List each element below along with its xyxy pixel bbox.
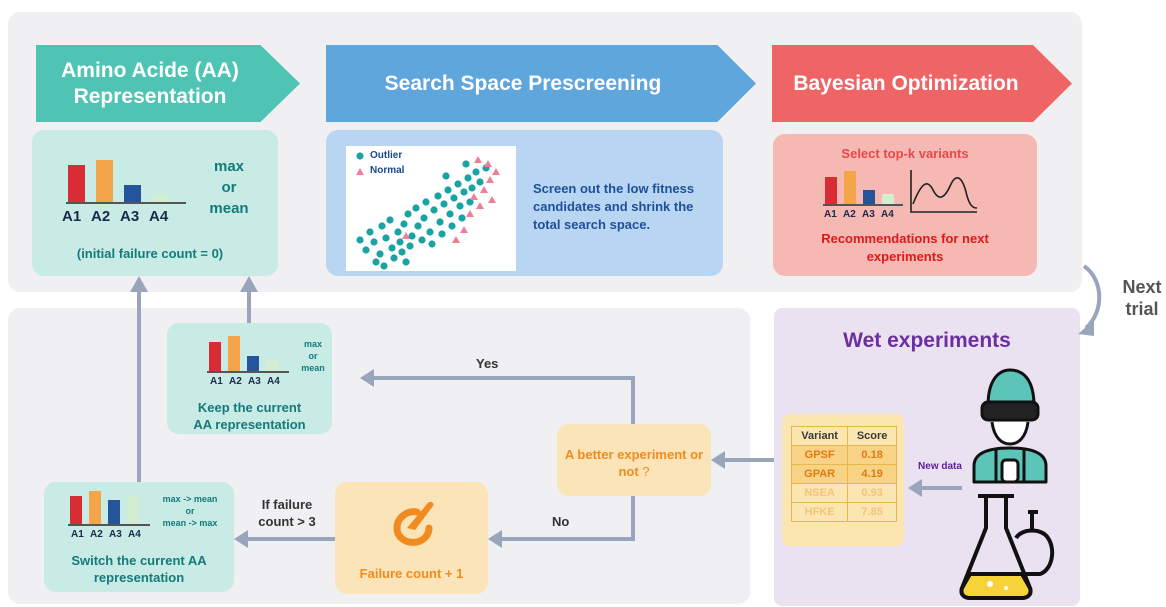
switch-bar-label-a1: A1 — [71, 529, 84, 540]
keep-card: A1 A2 A3 A4 max or mean Keep the current… — [167, 323, 332, 434]
results-table-card: Variant Score GPSF 0.18 GPAR 4.19 NSEA 0… — [782, 414, 904, 546]
keep-bar-label-a3: A3 — [248, 376, 261, 387]
new-data-label: New data — [918, 461, 962, 472]
table-row: GPAR 4.19 — [790, 464, 897, 484]
keep-bar-label-a2: A2 — [229, 376, 242, 387]
cell-score: 0.18 — [847, 445, 897, 465]
cell-variant: HFKE — [790, 502, 849, 522]
decision-question: A better experiment or not ? — [557, 446, 711, 480]
bo-bar-label-a4: A4 — [881, 209, 894, 220]
keep-bar-a1 — [209, 342, 221, 371]
switch-card: A1 A2 A3 A4 max -> mean or mean -> max S… — [44, 482, 234, 592]
next-trial-label: Next trial — [1122, 277, 1162, 319]
aggregation-or: or — [221, 179, 237, 196]
scatter-plot: Outlier Normal — [346, 146, 516, 271]
cell-score: 0.93 — [847, 483, 897, 503]
decision-question-text: A better experiment or not — [564, 447, 704, 479]
switch-bar-label-a2: A2 — [90, 529, 103, 540]
bo-recommendation: Recommendations for next experiments — [821, 231, 989, 264]
bar-a2 — [96, 160, 113, 202]
failure-box: Failure count + 1 — [335, 482, 488, 594]
table-row: GPSF 0.18 — [790, 445, 897, 465]
switch-agg-or: or — [185, 506, 195, 516]
switch-agg-line1: max -> mean — [162, 494, 218, 504]
bar-label-a1: A1 — [62, 208, 82, 225]
keep-label: Keep the current AA representation — [193, 400, 306, 432]
cell-score: 4.19 — [847, 464, 897, 484]
keep-bar-label-a1: A1 — [210, 376, 223, 387]
cell-score: 7.85 — [847, 502, 897, 522]
keep-bar-a4 — [266, 360, 278, 371]
stage-representation-banner: Amino Acide (AA) Representation — [36, 45, 300, 122]
switch-bar-a2 — [89, 491, 101, 524]
keep-agg-mean: mean — [301, 363, 325, 373]
results-table: Variant Score GPSF 0.18 GPAR 4.19 NSEA 0… — [790, 426, 897, 522]
table-row: HFKE 7.85 — [790, 502, 897, 522]
failure-count-label: Failure count + 1 — [359, 566, 464, 581]
stage-bayesian-banner: Bayesian Optimization — [772, 45, 1072, 122]
wet-title: Wet experiments — [843, 329, 1011, 352]
switch-bar-a3 — [108, 500, 120, 524]
flask-icon — [959, 494, 1055, 600]
decision-box: A better experiment or not ? — [557, 424, 711, 496]
initial-failure-note: (initial failure count = 0) — [76, 246, 224, 261]
prescreen-card: Outlier Normal Screen out the low fitnes… — [326, 130, 723, 276]
cell-variant: GPSF — [790, 445, 849, 465]
legend-normal: Normal — [370, 165, 405, 176]
keep-agg-max: max — [303, 339, 322, 349]
bo-bar-a2 — [844, 171, 856, 204]
bo-bar-label-a3: A3 — [862, 209, 875, 220]
switch-bar-a1 — [70, 496, 82, 524]
stage-prescreening-label: Search Space Prescreening — [384, 71, 662, 95]
scatter-svg — [356, 152, 500, 270]
switch-bar-a4 — [127, 496, 139, 524]
switch-bar-label-a4: A4 — [128, 529, 141, 540]
representation-card: A1 A2 A3 A4 max or mean (initial failure… — [32, 130, 278, 276]
keep-bar-chart — [207, 335, 289, 373]
failure-icon — [393, 501, 434, 546]
bar-label-a2: A2 — [91, 208, 111, 225]
yes-label: Yes — [476, 356, 499, 371]
switch-agg-line3: mean -> max — [162, 518, 218, 528]
bo-bar-chart — [823, 170, 903, 206]
bo-title: Select top-k variants — [841, 146, 969, 161]
no-label: No — [552, 514, 570, 529]
bar-label-a4: A4 — [149, 208, 169, 225]
next-trial-arrow — [1078, 264, 1102, 336]
prescreen-description: Screen out the low fitness candidates an… — [533, 181, 695, 232]
aggregation-mean: mean — [209, 200, 249, 217]
keep-bar-label-a4: A4 — [267, 376, 280, 387]
table-row: NSEA 0.93 — [790, 483, 897, 503]
keep-bar-a3 — [247, 356, 259, 371]
bo-bar-label-a2: A2 — [843, 209, 856, 220]
bo-bar-a1 — [825, 177, 837, 204]
legend-outlier: Outlier — [370, 150, 403, 161]
bar-label-a3: A3 — [120, 208, 140, 225]
keep-bar-a2 — [228, 336, 240, 371]
switch-bar-label-a3: A3 — [109, 529, 122, 540]
aggregation-max: max — [213, 158, 245, 175]
stage-representation-label: Amino Acide (AA) Representation — [61, 58, 239, 108]
representation-bar-chart — [66, 158, 186, 204]
stage-prescreening-banner: Search Space Prescreening — [326, 45, 756, 122]
bo-bar-a3 — [863, 190, 875, 204]
switch-label: Switch the current AA representation — [71, 553, 207, 585]
cell-variant: GPAR — [790, 464, 849, 484]
decision-question-mark: ? — [642, 464, 650, 479]
scientist-icon — [972, 368, 1048, 484]
bo-bar-label-a1: A1 — [824, 209, 837, 220]
header-score: Score — [847, 426, 897, 446]
bar-a3 — [124, 185, 141, 202]
bo-bar-a4 — [882, 194, 894, 204]
keep-agg-or: or — [308, 351, 318, 361]
acquisition-curve-icon — [910, 170, 978, 213]
stage-bayesian-label: Bayesian Optimization — [793, 71, 1019, 95]
bar-a1 — [68, 165, 85, 202]
switch-bar-chart — [68, 490, 150, 526]
bar-a4 — [152, 194, 169, 202]
failure-condition-label: If failure count > 3 — [258, 497, 316, 529]
bo-card: Select top-k variants A1 A2 A3 A4 Recomm… — [773, 134, 1037, 276]
table-header-row: Variant Score — [790, 426, 897, 446]
